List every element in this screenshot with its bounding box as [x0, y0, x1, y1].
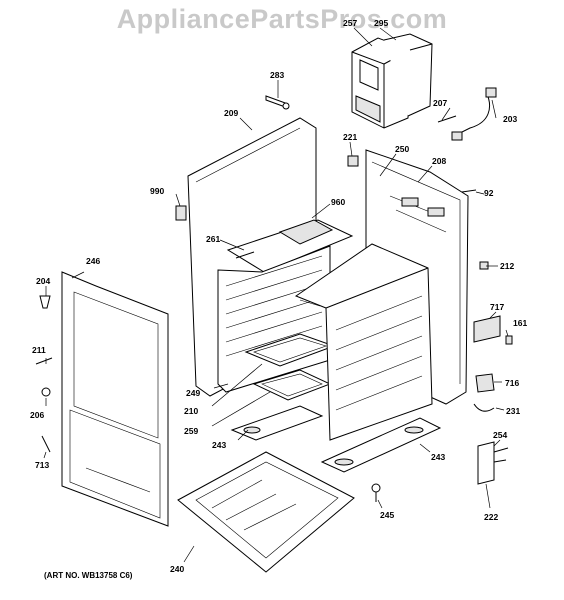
callout-206: 206 [30, 410, 44, 420]
callout-231: 231 [506, 406, 520, 416]
part-storage-drawer[interactable] [177, 451, 355, 573]
part-door-pin[interactable] [35, 357, 53, 365]
part-leveling-leg[interactable] [371, 483, 381, 502]
callout-716: 716 [505, 378, 519, 388]
callout-222: 222 [484, 512, 498, 522]
callout-161: 161 [513, 318, 527, 328]
part-burner-pan-left[interactable] [230, 405, 324, 441]
callout-295: 295 [374, 18, 388, 28]
callout-717: 717 [490, 302, 504, 312]
callout-203: 203 [503, 114, 517, 124]
callout-204: 204 [36, 276, 50, 286]
part-door-screw-top[interactable] [39, 295, 51, 309]
callout-259: 259 [184, 426, 198, 436]
part-wire-harness[interactable] [437, 87, 497, 141]
callout-257: 257 [343, 18, 357, 28]
part-screw[interactable] [461, 189, 477, 193]
callout-246: 246 [86, 256, 100, 266]
part-door-screw-bottom[interactable] [41, 435, 51, 453]
art-number: (ART NO. WB13758 C6) [44, 571, 133, 580]
part-vent-duct[interactable] [351, 33, 433, 129]
part-burner-pan-right[interactable] [320, 417, 442, 473]
callout-243-right: 243 [431, 452, 445, 462]
callout-211: 211 [32, 345, 46, 355]
callout-243-left: 243 [212, 440, 226, 450]
callout-249: 249 [186, 388, 200, 398]
part-oven-cavity[interactable] [294, 243, 433, 441]
callout-210: 210 [184, 406, 198, 416]
part-oven-top[interactable] [226, 219, 354, 273]
callout-254: 254 [493, 430, 507, 440]
part-clip[interactable] [347, 155, 359, 167]
part-lamp-housing[interactable] [475, 373, 495, 393]
part-gas-valve[interactable] [477, 441, 509, 485]
callout-212: 212 [500, 261, 514, 271]
part-door-bolt[interactable] [41, 387, 51, 397]
callout-261: 261 [206, 234, 220, 244]
part-hinge-clip[interactable] [473, 403, 495, 412]
callout-209: 209 [224, 108, 238, 118]
callout-960: 960 [331, 197, 345, 207]
watermark: AppliancePartsPros.com [116, 4, 448, 34]
callout-283: 283 [270, 70, 284, 80]
part-small-clip[interactable] [479, 261, 489, 270]
part-small-switch[interactable] [505, 335, 513, 345]
callout-221: 221 [343, 132, 357, 142]
callout-207: 207 [433, 98, 447, 108]
callout-208: 208 [432, 156, 446, 166]
part-mounting-screw[interactable] [265, 95, 290, 110]
callout-245: 245 [380, 510, 394, 520]
part-oven-door[interactable] [61, 271, 169, 527]
callout-713: 713 [35, 460, 49, 470]
callout-250: 250 [395, 144, 409, 154]
part-switch-bracket[interactable] [473, 315, 501, 343]
part-bracket[interactable] [175, 205, 187, 221]
callout-92: 92 [484, 188, 494, 198]
callout-labels: 257 295 283 207 203 209 221 250 208 990 … [30, 18, 527, 574]
leader-lines [43, 27, 509, 563]
callout-990: 990 [150, 186, 164, 196]
callout-240: 240 [170, 564, 184, 574]
